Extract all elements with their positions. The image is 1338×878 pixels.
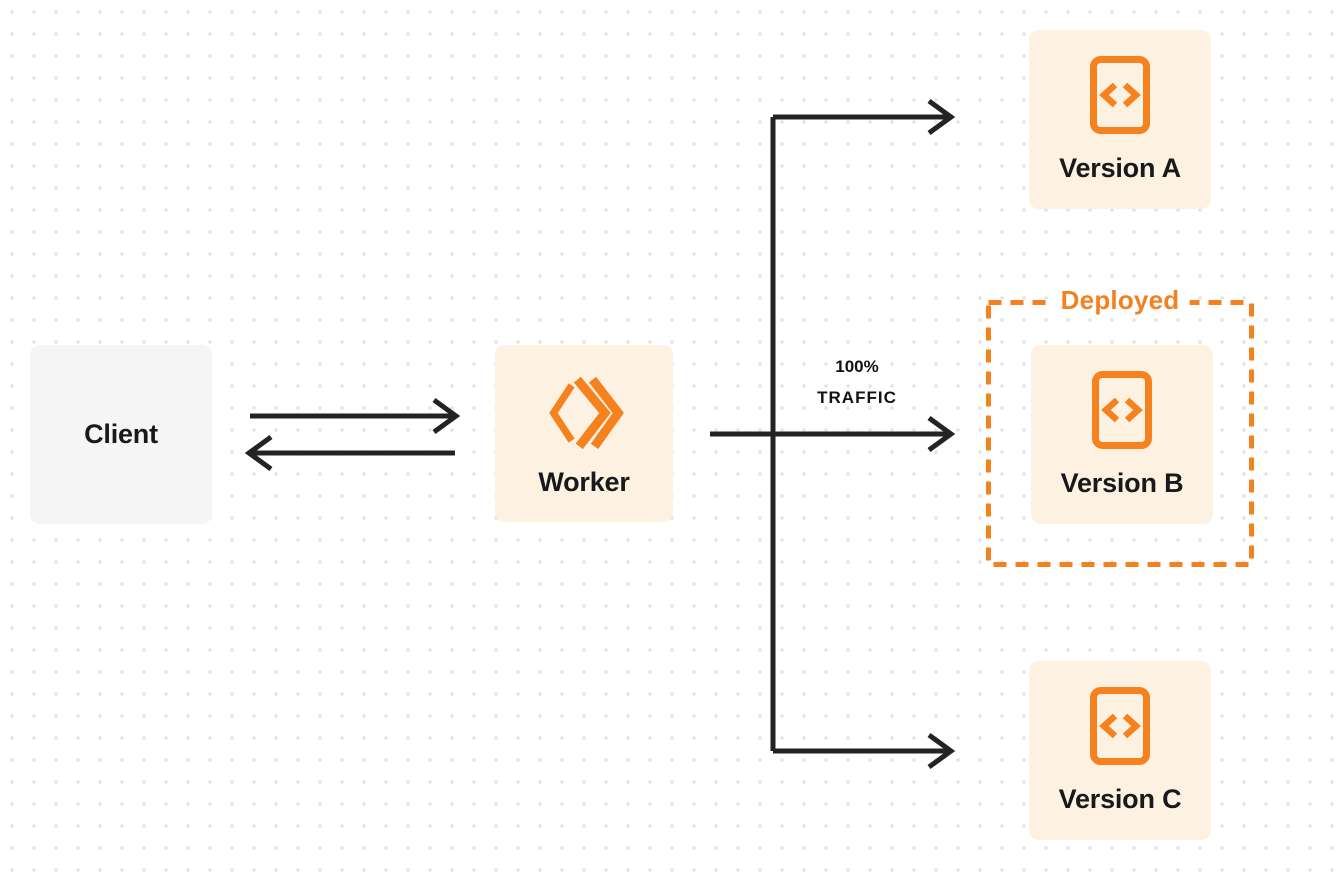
worker-node: Worker [495,345,673,522]
client-node: Client [30,345,212,524]
branch-to-version-c-arrow [773,732,956,770]
branch-to-version-a-arrow [773,98,956,136]
worker-label: Worker [538,467,630,497]
deployed-label: Deployed [1050,284,1190,316]
code-file-icon [1091,371,1153,449]
code-file-icon [1089,56,1151,134]
version-a-node: Version A [1029,30,1211,209]
traffic-annotation: 100% TRAFFIC [787,351,927,413]
workers-logo-icon [544,373,624,453]
version-b-node: Version B [1031,345,1213,524]
version-c-node: Version C [1029,661,1211,840]
client-label: Client [84,419,158,449]
worker-to-client-arrow [244,434,455,472]
version-b-label: Version B [1060,468,1184,498]
code-file-icon [1089,687,1151,765]
traffic-percent-text: 100% [835,357,879,376]
traffic-word-text: TRAFFIC [817,388,897,407]
version-c-label: Version C [1058,784,1182,814]
version-a-label: Version A [1059,153,1181,183]
worker-to-version-b-arrow [710,415,956,453]
client-to-worker-arrow [250,397,461,435]
